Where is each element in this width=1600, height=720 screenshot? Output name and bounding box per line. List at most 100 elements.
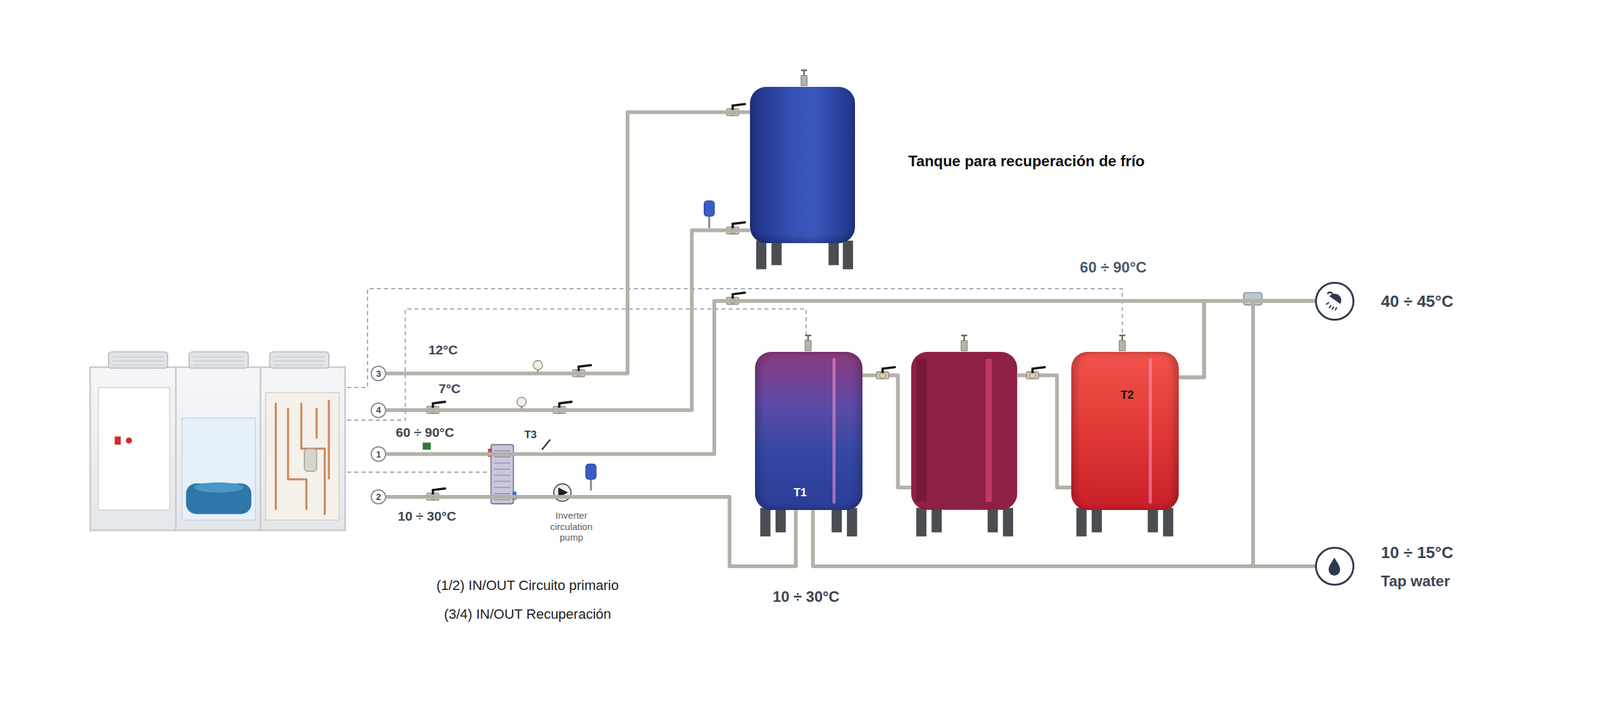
heat-pump-unit: [275, 400, 329, 515]
tank-legs: [828, 240, 839, 265]
temperature-label: 10 ÷ 15°C: [1381, 543, 1454, 562]
port-number: 4: [376, 405, 382, 415]
ball-valves: [726, 222, 745, 235]
heat-pump-unit: [270, 351, 330, 369]
tank-legs: [843, 240, 854, 270]
tank-legs: [831, 508, 842, 533]
gauges: [533, 360, 543, 374]
middle-tank: [911, 351, 1018, 510]
outlet-circle: 40 ÷ 45°C: [1315, 281, 1354, 321]
expansion-vessel: [704, 200, 715, 216]
gauges: [516, 397, 527, 410]
tank-legs: [760, 508, 770, 537]
control-dashed-lines: [347, 308, 807, 420]
middle-tank: [916, 358, 927, 502]
tank-legs: [775, 508, 786, 533]
tank-heading: Tanque para recuperación de frío: [908, 152, 1145, 170]
tank-highlight: [1148, 358, 1152, 504]
ball-valves: [1026, 366, 1045, 379]
heat-pump-unit: [194, 482, 244, 493]
sensor-marks: [422, 442, 431, 450]
heat-pump-unit: [189, 351, 249, 369]
shower-icon: [1329, 292, 1343, 306]
sensor-label: T2: [1120, 388, 1134, 402]
heat-pump-unit: [98, 387, 170, 510]
heat-pump-unit: [125, 437, 132, 444]
tank-legs: [846, 508, 857, 537]
tank-series-pipes: [862, 375, 1072, 487]
shower-icon: [1320, 286, 1349, 316]
water-drop-icon: [1328, 557, 1340, 576]
temperature-label: 40 ÷ 45°C: [1381, 291, 1454, 310]
gauges: [516, 360, 543, 410]
heat-pump-unit: [90, 366, 345, 530]
middle-tank: [985, 358, 992, 502]
heat-pump-unit: [265, 392, 339, 520]
tank-legs: [1091, 508, 1102, 533]
expansion-vessel: [708, 216, 710, 229]
port-number: 1: [376, 450, 382, 459]
water-pipe: [1253, 301, 1316, 567]
heat-pump-unit: [90, 351, 345, 531]
port-circle: 1: [370, 446, 386, 462]
tank-legs: [1163, 508, 1174, 537]
tank-series-pipes: [1017, 375, 1072, 487]
tank-legs: [756, 240, 767, 270]
tank-legs: [931, 508, 942, 533]
temperature-label: 60 ÷ 90°C: [1078, 258, 1149, 277]
port-number: 3: [376, 369, 382, 379]
tank-legs: [1076, 508, 1087, 537]
temperature-label: 12°C: [426, 342, 460, 358]
heat-pump-unit: [304, 448, 317, 472]
heat-pump-unit: [181, 418, 255, 520]
water-pipe: [386, 112, 750, 374]
port-circle: 3: [370, 365, 386, 381]
pump-label: Inverter circulation pump: [538, 510, 605, 543]
heat-pump-unit: [112, 356, 325, 365]
tank-series-pipes: [862, 375, 912, 487]
sensor-label: T1: [793, 486, 807, 500]
sensor-marks: [422, 439, 550, 450]
temperature-label: T3: [522, 428, 539, 442]
hot-water-tank: T1: [755, 351, 862, 510]
tank-highlight: [832, 358, 836, 504]
expansion-vessel: [585, 463, 596, 479]
tank-legs: [771, 240, 782, 265]
cold-recovery-tank: Tanque para recuperación de frío: [750, 86, 855, 244]
water-drop-icon: [1320, 551, 1349, 581]
heat-pump-unit: [260, 366, 262, 530]
outlet-icon: [1320, 551, 1349, 581]
tank-legs: [1147, 508, 1158, 533]
port-legend-note: (1/2) IN/OUT Circuito primario: [434, 577, 621, 594]
hot-water-tank: T2: [1071, 351, 1179, 510]
water-pipe: [1178, 301, 1316, 378]
control-dashed-lines: [347, 471, 490, 474]
temperature-label: 10 ÷ 30°C: [770, 588, 842, 606]
tank-fittings: [1119, 335, 1126, 351]
tank-fittings: [961, 335, 968, 351]
tank-legs: [987, 508, 998, 533]
port-legend-note: (3/4) IN/OUT Recuperación: [441, 606, 613, 622]
middle-tank: [911, 351, 1018, 510]
outlet-text: 10 ÷ 15°C Tap water: [1381, 543, 1454, 590]
expansion-vessel: [585, 200, 715, 490]
port-circle: 4: [370, 402, 386, 418]
shower-icon: [1326, 302, 1337, 310]
outlet-icon: [1320, 286, 1349, 316]
water-pipe: [813, 510, 1316, 567]
temperature-label: Tap water: [1381, 572, 1454, 589]
tank-legs: [916, 508, 927, 537]
ball-valves: [876, 366, 895, 379]
sensor-marks: [541, 439, 550, 450]
outlet-circle: 10 ÷ 15°CTap water: [1315, 546, 1354, 586]
heat-pump-unit: [114, 436, 121, 445]
temperature-label: 7°C: [436, 381, 463, 397]
outlet-text: 40 ÷ 45°C: [1381, 291, 1454, 310]
plate-heat-exchanger: [493, 450, 510, 500]
port-number: 2: [376, 492, 382, 502]
water-pipe: [386, 230, 750, 411]
heat-pump-unit: [175, 366, 177, 530]
water-pipe: [386, 496, 796, 567]
port-circle: 2: [370, 489, 386, 505]
